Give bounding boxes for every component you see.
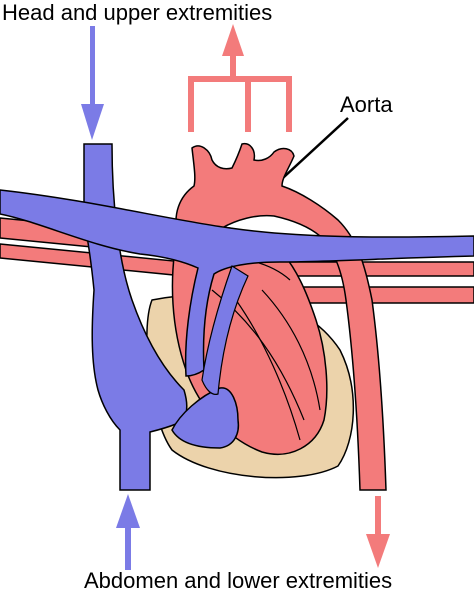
left-atrium-chamber xyxy=(171,387,240,449)
arrow-to-abdomen-icon xyxy=(366,496,390,568)
label-abdomen-lower-extremities: Abdomen and lower extremities xyxy=(84,568,392,590)
brachiocephalic-vein xyxy=(0,189,474,377)
foramen-ovale-flow xyxy=(201,265,249,395)
arrow-from-abdomen-icon xyxy=(116,494,140,570)
arrow-from-head-icon xyxy=(81,26,104,140)
label-aorta: Aorta xyxy=(340,92,393,117)
arrow-to-head-branches-icon xyxy=(188,24,292,132)
label-head-upper-extremities: Head and upper extremities xyxy=(2,0,272,25)
